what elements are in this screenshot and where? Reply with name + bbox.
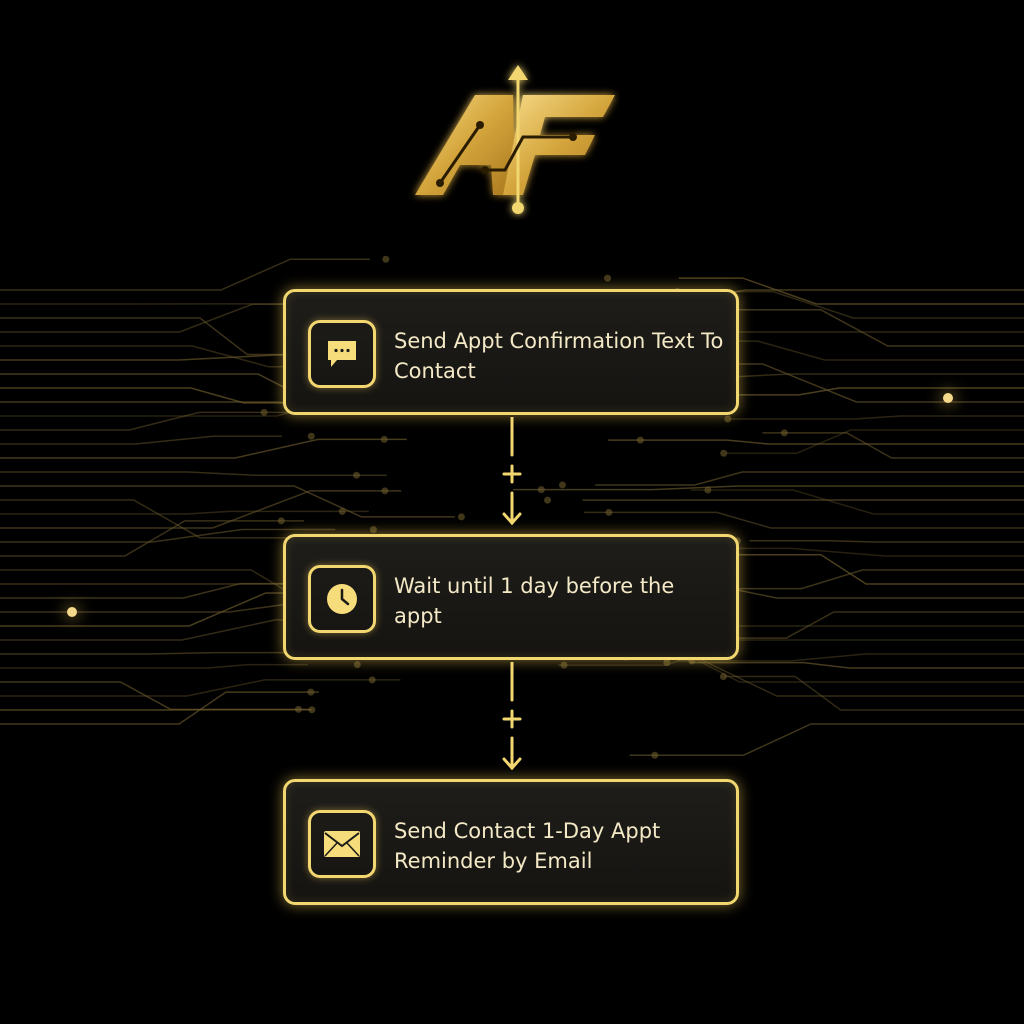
circuit-trace: [0, 499, 305, 539]
circuit-node: [558, 481, 566, 489]
circuit-node: [277, 517, 285, 525]
circuit-trace: [0, 258, 370, 291]
circuit-trace: [0, 520, 305, 557]
circuit-trace: [728, 415, 1024, 420]
add-step-plus-icon[interactable]: [502, 464, 522, 484]
circuit-node: [604, 274, 612, 282]
glow-spark: [943, 393, 953, 403]
circuit-trace: [0, 471, 387, 476]
circuit-trace: [0, 411, 299, 431]
circuit-trace: [725, 429, 1024, 454]
circuit-trace: [703, 553, 1024, 585]
glow-spark: [67, 607, 77, 617]
circuit-trace: [727, 309, 1024, 347]
circuit-node: [381, 487, 389, 495]
circuit-trace: [584, 511, 1024, 529]
clock-icon: [308, 565, 376, 633]
circuit-trace: [0, 528, 336, 543]
circuit-node: [369, 526, 377, 534]
circuit-trace: [0, 435, 282, 445]
add-step-plus-icon[interactable]: [502, 709, 522, 729]
circuit-node: [308, 706, 316, 714]
circuit-trace: [690, 489, 1024, 515]
circuit-trace: [0, 490, 402, 529]
workflow-step-wait[interactable]: Wait until 1 day before the appt: [283, 534, 739, 660]
circuit-node: [651, 751, 659, 759]
circuit-node: [368, 676, 376, 684]
circuit-trace: [678, 653, 1024, 662]
connector-2: [502, 662, 522, 771]
step-label: Send Appt Confirmation Text To Contact: [394, 329, 724, 383]
envelope-icon: [308, 810, 376, 878]
circuit-node: [720, 449, 728, 457]
circuit-node: [780, 429, 788, 437]
circuit-trace: [0, 317, 323, 356]
circuit-node: [380, 435, 388, 443]
circuit-trace: [0, 438, 407, 459]
circuit-trace: [702, 569, 1024, 590]
circuit-node: [537, 486, 545, 494]
af-logo: [415, 65, 615, 214]
circuit-trace: [690, 661, 1024, 669]
circuit-node: [307, 688, 315, 696]
circuit-node: [663, 659, 671, 667]
circuit-trace: [703, 387, 1024, 396]
circuit-node: [307, 432, 315, 440]
circuit-node: [260, 408, 268, 416]
circuit-node: [605, 508, 613, 516]
step-label: Wait until 1 day before the appt: [394, 574, 675, 628]
circuit-node: [457, 513, 465, 521]
circuit-node: [724, 415, 732, 423]
circuit-trace: [690, 363, 1024, 403]
circuit-trace: [723, 675, 1024, 711]
circuit-trace: [0, 582, 313, 599]
circuit-node: [636, 436, 644, 444]
circuit-trace: [678, 277, 1024, 305]
circuit-trace: [595, 471, 1024, 486]
circuit-node: [353, 661, 361, 669]
circuit-trace: [512, 485, 1024, 491]
circuit-trace: [616, 656, 1024, 697]
circuit-node: [704, 486, 712, 494]
circuit-node: [560, 661, 568, 669]
workflow-step-send-text[interactable]: Send Appt Confirmation Text To Contact: [283, 289, 739, 415]
circuit-node: [544, 496, 552, 504]
circuit-trace: [749, 540, 1024, 543]
circuit-trace: [762, 432, 1024, 459]
step-label: Send Contact 1-Day Appt Reminder by Emai…: [394, 819, 661, 873]
circuit-trace: [0, 651, 301, 655]
circuit-node: [719, 673, 727, 681]
circuit-trace: [713, 547, 1024, 557]
circuit-node: [353, 471, 361, 479]
circuit-trace: [0, 663, 308, 669]
circuit-node: [382, 255, 390, 263]
circuit-trace: [0, 510, 369, 515]
circuit-trace: [608, 439, 1024, 445]
workflow-step-send-email[interactable]: Send Contact 1-Day Appt Reminder by Emai…: [283, 779, 739, 905]
circuit-trace: [0, 485, 455, 518]
circuit-trace: [0, 691, 319, 725]
chat-bubble-icon: [308, 320, 376, 388]
circuit-trace: [629, 723, 1024, 757]
circuit-trace: [0, 679, 401, 697]
connector-1: [502, 417, 522, 526]
circuit-node: [338, 507, 346, 515]
